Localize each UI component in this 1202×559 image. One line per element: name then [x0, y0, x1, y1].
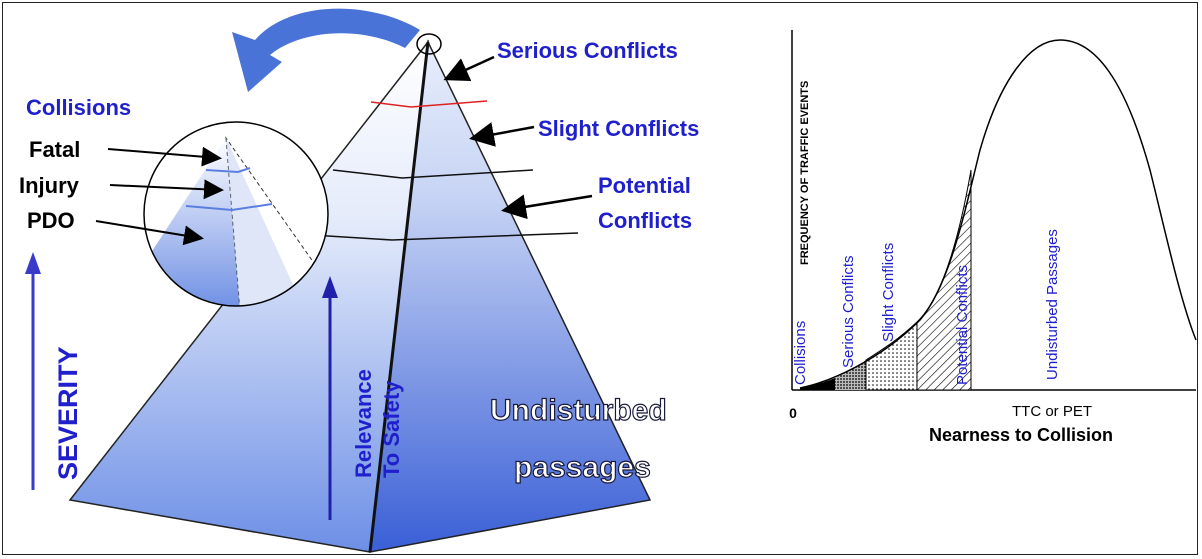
relevance-label-line2: To Safety	[379, 380, 404, 478]
chart-x-tick: TTC or PET	[1012, 403, 1092, 420]
level-fatal: Fatal	[29, 137, 80, 162]
serious-pointer-arrow	[443, 55, 495, 82]
chart-zero-tick: 0	[789, 405, 797, 421]
level-pdo: PDO	[27, 208, 75, 233]
potential-pointer-arrow	[501, 194, 593, 220]
tier-serious-label: Serious Conflicts	[497, 38, 678, 63]
region-label-serious: Serious Conflicts	[840, 255, 857, 368]
collisions-title: Collisions	[26, 95, 131, 120]
tier-undisturbed-label-1: Undisturbed	[490, 394, 667, 427]
region-label-undisturbed: Undisturbed Passages	[1044, 229, 1061, 380]
region-label-collisions: Collisions	[792, 321, 809, 385]
frequency-curve-chart	[791, 30, 1197, 391]
relevance-arrow-icon	[322, 276, 338, 520]
pdo-pointer-arrow	[95, 220, 204, 246]
tier-slight-label: Slight Conflicts	[538, 116, 699, 141]
region-label-slight: Slight Conflicts	[880, 243, 897, 342]
serious-conflicts-boundary	[370, 100, 488, 108]
slight-pointer-arrow	[469, 122, 535, 147]
tier-potential-label-1: Potential	[598, 173, 691, 198]
tier-potential-label-2: Conflicts	[598, 208, 692, 233]
injury-pointer-arrow	[109, 179, 224, 200]
frequency-curve	[799, 39, 1197, 389]
severity-label: SEVERITY	[53, 346, 83, 480]
tier-undisturbed-label-2: passages	[514, 451, 651, 484]
apex-circle	[416, 33, 442, 55]
chart-x-label: Nearness to Collision	[929, 425, 1113, 445]
severity-arrow-icon	[25, 252, 41, 490]
relevance-label-line1: Relevance	[351, 369, 376, 478]
chart-y-label: FREQUENCY OF TRAFFIC EVENTS	[799, 81, 811, 265]
curved-arrow-icon	[232, 8, 420, 92]
fatal-pointer-arrow	[107, 146, 222, 167]
region-label-potential: Potential Conflicts	[954, 265, 971, 385]
level-injury: Injury	[19, 173, 80, 198]
region-serious-fill	[835, 360, 866, 390]
